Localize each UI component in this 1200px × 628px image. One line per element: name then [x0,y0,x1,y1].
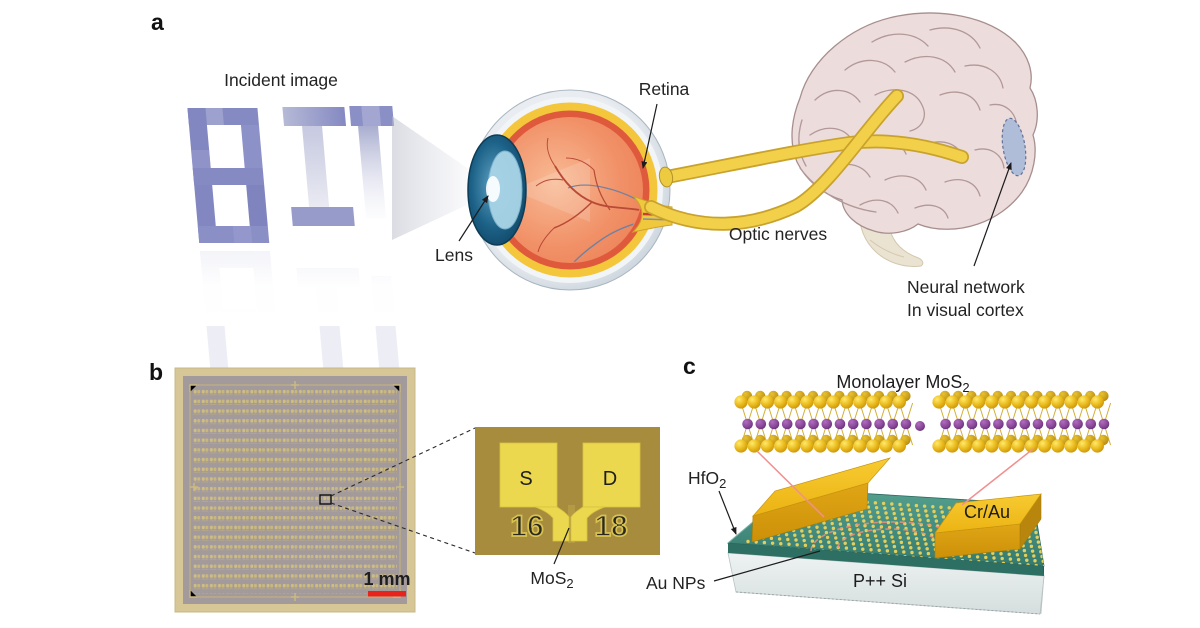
drain-finger [570,506,606,542]
panel-b-label: b [149,359,163,385]
panel-a: a Incident image [151,9,1038,386]
inset-connector-bottom [330,502,476,554]
mos2-pointer [553,527,570,565]
mos2-lattice-model [734,390,1112,453]
lens-arrow [458,195,489,242]
right-electrode [934,493,1042,559]
light-beam [392,116,499,240]
bit-letter-i [282,107,355,226]
focal-glare [486,176,500,202]
mos2-label: MoS2 [530,568,573,591]
retina-surface [497,117,643,263]
optic-nerves [644,89,969,231]
drain-label: D [603,468,617,490]
hfo2-front-edge [728,543,1044,576]
cortex-arrow [973,162,1012,267]
lattice-link-left [756,450,825,518]
hfo2-arrow [718,490,737,535]
incident-image-label: Incident image [224,70,338,90]
optic-nerves-label: Optic nerves [729,224,827,244]
panel-c-label: c [683,353,696,379]
scale-bar-label: 1 mm [363,569,410,589]
zoom-region-marker [319,494,332,505]
visual-cortex-patch [1001,117,1027,177]
drain-pad [582,442,641,508]
aunps-label: Au NPs [646,573,706,593]
cortex-caption-line1: Neural network [907,277,1025,297]
optic-nerve-cut-end [658,166,674,188]
panel-b: b 1 mm [149,359,660,613]
device-inset: S D 16 18 [475,427,660,555]
bit-letter-b [187,108,270,243]
electrodes [499,442,641,542]
reflection-fade [165,246,415,326]
eye-illustration [467,89,675,291]
hfo2-label: HfO2 [688,468,726,491]
retina-label: Retina [639,79,690,99]
drain-index: 18 [594,510,627,543]
cerebrum-outline [791,12,1038,234]
brain-illustration [791,12,1038,267]
bit-letter-t [349,106,395,218]
device-stack [726,448,1045,615]
device-array [193,388,397,594]
crau-label: Cr/Au [964,502,1010,522]
monolayer-title: Monolayer MoS2 [836,372,969,395]
lattice-link-right [961,448,1034,506]
cortex-caption-line2: In visual cortex [907,300,1024,320]
source-pad [499,442,558,508]
retina-arrow [641,103,658,169]
scale-bar [368,591,406,597]
panel-c: c Monolayer MoS2 [646,353,1112,615]
chip-micrograph: 1 mm [174,367,416,613]
lens-label: Lens [435,245,473,265]
field-arcs [810,521,976,552]
source-label: S [519,468,532,490]
substrate-label: P++ Si [853,571,907,591]
source-finger [534,506,570,542]
panel-a-label: a [151,9,164,35]
left-electrode [751,457,892,543]
source-index: 16 [510,510,543,543]
aunps-pointer [713,550,821,582]
